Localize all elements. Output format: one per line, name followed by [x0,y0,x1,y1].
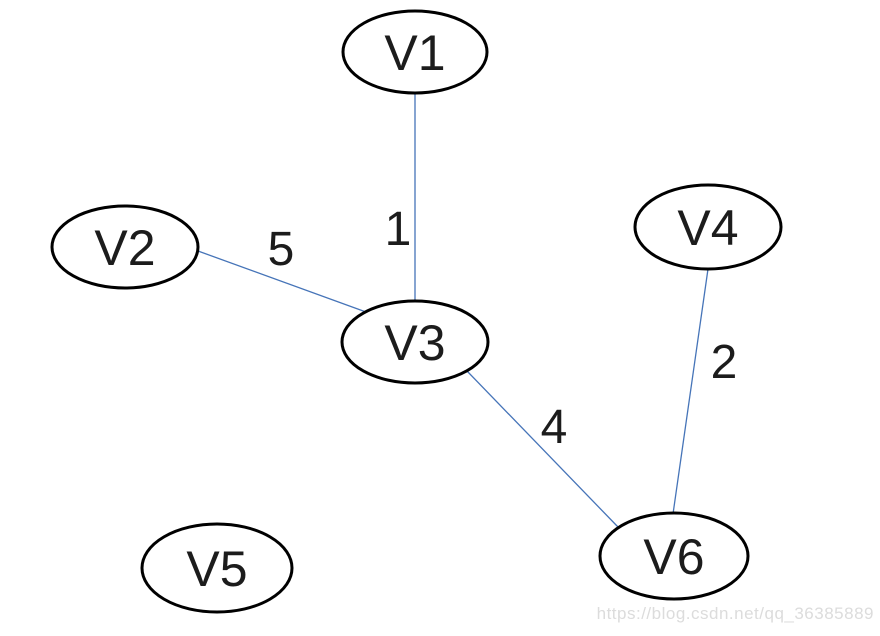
node-v5-ellipse [140,522,294,614]
edge-weight-v4-v6: 2 [711,336,738,389]
node-v2: V2 [50,204,200,290]
node-v2-ellipse [50,204,200,290]
node-v3-label: V3 [384,315,445,371]
edge-v2-v3 [197,250,367,313]
edge-v4-v6 [672,268,709,515]
node-v6: V6 [598,511,750,601]
node-v1-label: V1 [384,25,445,81]
node-v6-ellipse [598,511,750,601]
node-v2-label: V2 [94,220,155,276]
csdn-watermark: https://blog.csdn.net/qq_36385889 [596,604,874,623]
edge-weight-v1-v3: 1 [385,203,412,256]
node-v3: V3 [340,299,490,385]
edge-weight-v3-v6: 4 [541,401,568,454]
node-v3-ellipse [340,299,490,385]
node-v5-label: V5 [186,541,247,597]
edge-weight-v2-v3: 5 [268,223,295,276]
node-v1-ellipse [341,9,489,95]
node-v4: V4 [633,183,783,271]
edge-v3-v6 [466,370,619,528]
node-v5: V5 [140,522,294,614]
node-v1: V1 [341,9,489,95]
node-v4-label: V4 [677,200,738,256]
node-v6-label: V6 [643,529,704,585]
node-v4-ellipse [633,183,783,271]
